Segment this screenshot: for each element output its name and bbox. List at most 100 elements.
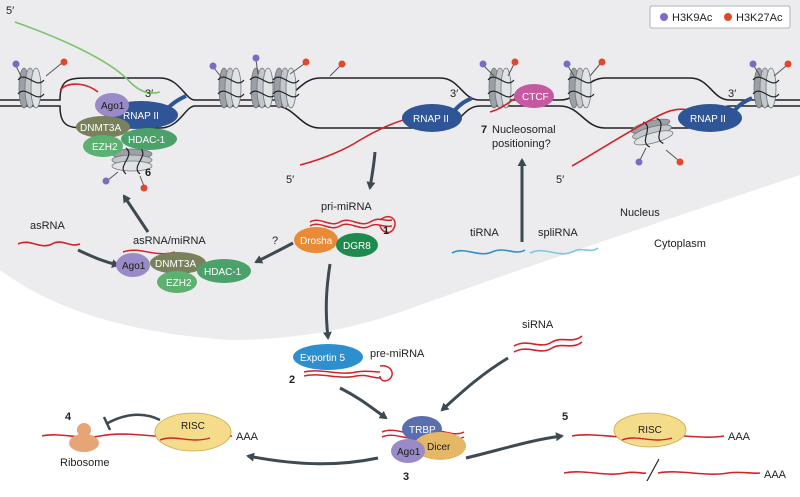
transcription-right: 5′ 3′ RNAP II [556, 88, 753, 186]
svg-text:asRNA/miRNA: asRNA/miRNA [133, 235, 206, 247]
translational-repression: 4 AAA RISC Ribosome [41, 411, 259, 469]
h3k27ac-marker-icon [724, 13, 732, 21]
legend-h3k9ac: H3K9Ac [672, 12, 713, 24]
cleavage-mark [646, 458, 660, 482]
svg-text:Ribosome: Ribosome [60, 457, 110, 469]
exportin5-protein [293, 344, 363, 370]
step-5: 5 [562, 411, 568, 423]
svg-text:pre-miRNA: pre-miRNA [370, 348, 425, 360]
asrna-strand [17, 241, 81, 247]
microprocessor-complex: pri-miRNA Drosha DGR8 1 [294, 201, 396, 257]
svg-text:HDAC-1: HDAC-1 [128, 135, 166, 146]
inhibition-arrow [105, 413, 161, 426]
histone-acetylation-marks [12, 54, 792, 192]
svg-text:CTCF: CTCF [522, 92, 549, 103]
ezh2-left [83, 135, 123, 157]
ago1-left [95, 93, 129, 117]
svg-text:RISC: RISC [638, 425, 662, 436]
sirna-duplex-strand2 [513, 341, 583, 353]
question-mark: ? [272, 235, 278, 247]
transcription-middle: 5′ 3′ RNAP II [286, 88, 473, 186]
nucleus-label: Nucleus [620, 207, 660, 219]
sirna-duplex [513, 335, 583, 347]
svg-text:DGR8: DGR8 [343, 241, 371, 252]
dicer-protein [414, 432, 466, 460]
legend: H3K9Ac H3K27Ac [649, 5, 791, 29]
svg-text:3′: 3′ [728, 88, 736, 100]
risc-left [154, 412, 232, 452]
svg-text:RNAP II: RNAP II [690, 114, 726, 125]
step-7: 7 [481, 124, 487, 136]
ago1-lower [116, 253, 150, 277]
svg-text:5′: 5′ [556, 174, 564, 186]
small-rnas: tiRNA spliRNA [451, 227, 599, 255]
legend-h3k27ac: H3K27Ac [736, 12, 783, 24]
arrow-to-ribosome [246, 452, 379, 466]
svg-text:spliRNA: spliRNA [538, 227, 578, 239]
svg-text:tiRNA: tiRNA [470, 227, 499, 239]
nuclear-export: Exportin 5 pre-miRNA 2 [289, 344, 425, 386]
svg-text:pri-miRNA: pri-miRNA [321, 201, 372, 213]
arrow-sirna-to-dicer [440, 356, 509, 412]
dicer-complex: TRBP Dicer Ago1 3 [381, 416, 466, 483]
mrna-cleavage: 5 AAA RISC AAA [562, 411, 787, 482]
dgr8-protein [336, 233, 378, 257]
svg-text:Nucleosomal: Nucleosomal [492, 124, 556, 136]
asrna-mirna-complex: asRNA/miRNA Ago1 DNMT3A HDAC-1 EZH2 [116, 235, 251, 293]
dnmt3a-left [76, 116, 130, 138]
nucleus-region [0, 0, 800, 340]
ezh2-lower [157, 271, 197, 293]
svg-text:3′: 3′ [450, 88, 458, 100]
sirna-label: siRNA [522, 319, 554, 331]
svg-text:AAA: AAA [236, 431, 259, 443]
rnap-ii-middle [402, 104, 462, 132]
svg-text:EZH2: EZH2 [166, 278, 192, 289]
arrow-to-dicer [339, 386, 388, 420]
svg-text:DNMT3A: DNMT3A [80, 123, 121, 134]
rnap-ii-right [678, 104, 742, 132]
svg-text:5′: 5′ [286, 174, 294, 186]
arrow-to-cleavage [465, 432, 564, 460]
hdac1-left [121, 128, 177, 150]
step-4: 4 [65, 411, 72, 423]
chromatin-silencing-complex: 3′ RNAP II Ago1 DNMT3A HDAC-1 EZH2 6 [59, 83, 187, 179]
arrow-to-chromatin [122, 194, 150, 233]
svg-text:RNAP II: RNAP II [413, 114, 449, 125]
svg-text:AAA: AAA [728, 431, 751, 443]
svg-text:Exportin 5: Exportin 5 [300, 353, 345, 364]
svg-text:Ago1: Ago1 [101, 101, 125, 112]
svg-text:3′: 3′ [145, 88, 153, 100]
step-6: 6 [145, 167, 151, 179]
ctcf-factor: CTCF 7 Nucleosomal positioning? [481, 84, 556, 150]
green-rna-strand [14, 21, 161, 94]
five-prime-label-1: 5′ [6, 5, 14, 17]
arrow-to-pri-mirna [366, 151, 377, 190]
svg-text:Dicer: Dicer [427, 442, 451, 453]
svg-text:Drosha: Drosha [300, 236, 333, 247]
svg-text:Ago1: Ago1 [397, 447, 421, 458]
svg-text:EZH2: EZH2 [92, 142, 118, 153]
h3k9ac-marker-icon [660, 13, 668, 21]
svg-text:DNMT3A: DNMT3A [155, 259, 196, 270]
arrow-to-asrna-complex [254, 241, 294, 264]
hdac1-lower [197, 259, 251, 283]
step-2: 2 [289, 374, 295, 386]
step-1: 1 [383, 225, 389, 237]
ctcf-protein [514, 84, 554, 108]
cytoplasm-label: Cytoplasm [654, 238, 706, 250]
dnmt3a-lower [150, 252, 206, 274]
arrow-to-exportin [322, 263, 332, 340]
ribosome-small [77, 423, 91, 437]
svg-text:TRBP: TRBP [409, 425, 436, 436]
svg-text:positioning?: positioning? [492, 138, 551, 150]
asrna-label: asRNA [30, 220, 66, 232]
ago1-dicer [391, 439, 425, 463]
svg-text:RNAP II: RNAP II [123, 111, 159, 122]
ribosome-large [69, 434, 99, 452]
svg-text:AAA: AAA [764, 469, 787, 481]
svg-text:RISC: RISC [181, 421, 205, 432]
svg-text:Ago1: Ago1 [122, 261, 146, 272]
arrow-asrna-to-complex [77, 248, 120, 269]
